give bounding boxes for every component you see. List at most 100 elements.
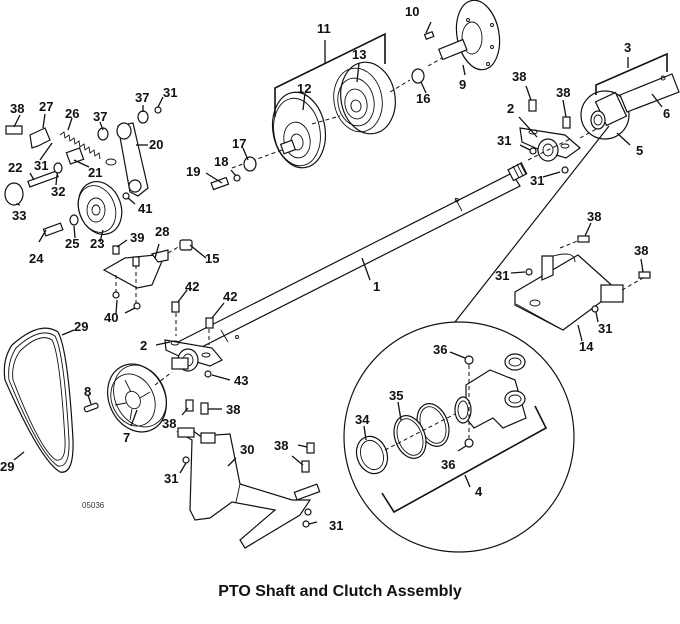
- screw: [132, 256, 140, 267]
- bolt: [301, 460, 310, 473]
- detail-view: [343, 125, 610, 553]
- nut: [525, 268, 533, 276]
- axis-line: [311, 115, 341, 125]
- screw: [112, 245, 120, 255]
- callout-14: 14: [579, 339, 594, 354]
- callout-31: 31: [34, 158, 48, 173]
- callout-5: 5: [636, 143, 643, 158]
- callout-20: 20: [149, 137, 163, 152]
- callout-27: 27: [39, 99, 53, 114]
- bolt: [200, 402, 209, 415]
- callout-31: 31: [497, 133, 511, 148]
- spacer: [65, 147, 85, 165]
- bolt: [528, 99, 537, 112]
- clutch-bolt: [210, 176, 230, 191]
- callout-3: 3: [624, 40, 631, 55]
- bolt: [205, 317, 214, 329]
- leader-lines: [13, 21, 663, 525]
- callout-11: 11: [317, 21, 331, 36]
- callout-43: 43: [234, 373, 248, 388]
- pulley-bolt: [42, 222, 64, 237]
- callout-23: 23: [90, 236, 104, 251]
- bumper: [4, 182, 24, 206]
- callout-10: 10: [405, 4, 419, 19]
- callout-34: 34: [355, 412, 370, 427]
- callout-12: 12: [297, 81, 311, 96]
- switch: [179, 239, 193, 251]
- spring: [59, 131, 117, 166]
- callout-24: 24: [29, 251, 44, 266]
- nut: [133, 302, 141, 310]
- callout-26: 26: [65, 106, 79, 121]
- callout-38: 38: [634, 243, 648, 258]
- callout-31: 31: [329, 518, 343, 533]
- callout-38: 38: [274, 438, 288, 453]
- callout-31: 31: [163, 85, 177, 100]
- callout-16: 16: [416, 91, 430, 106]
- retaining-ring: [411, 68, 425, 84]
- callout-41: 41: [138, 201, 152, 216]
- nut: [561, 166, 569, 174]
- callout-4: 4: [475, 484, 483, 499]
- bolt: [306, 442, 315, 454]
- drive-belt: [3, 327, 74, 473]
- callout-31: 31: [164, 471, 178, 486]
- nut: [302, 520, 310, 528]
- axis-line: [231, 149, 283, 169]
- callout-36-lower: 36: [441, 457, 455, 472]
- washer: [243, 156, 257, 172]
- spring-anchor: [29, 127, 51, 149]
- callout-31: 31: [598, 321, 612, 336]
- callout-36-upper: 36: [433, 342, 447, 357]
- callout-38: 38: [556, 85, 570, 100]
- callout-labels: 1 2 2 3 4 5 6 7 8 9 10 11 12 13 14 15 16…: [0, 4, 670, 533]
- callout-32: 32: [51, 184, 65, 199]
- diagram-title: PTO Shaft and Clutch Assembly: [218, 583, 462, 600]
- callout-18: 18: [214, 154, 228, 169]
- idler-pulley: [77, 181, 123, 235]
- callout-31: 31: [495, 268, 509, 283]
- callout-29-lower: 29: [0, 459, 14, 474]
- bolt: [5, 125, 23, 135]
- callout-39: 39: [130, 230, 144, 245]
- nut: [154, 106, 162, 114]
- u-joint: [580, 73, 680, 140]
- callout-22: 22: [8, 160, 22, 175]
- clutch-pulley: [333, 61, 396, 135]
- callout-21: 21: [88, 165, 102, 180]
- clutch-assembly: [271, 91, 327, 169]
- washer: [69, 214, 79, 226]
- gearbox-flange: [427, 0, 501, 71]
- nut: [204, 370, 212, 378]
- callout-13: 13: [352, 47, 366, 62]
- callout-15: 15: [205, 251, 219, 266]
- nut: [529, 147, 537, 155]
- pulley-lower: [107, 363, 173, 433]
- bolt: [185, 399, 194, 412]
- bearing-upper: [519, 127, 599, 162]
- callout-42: 42: [185, 279, 199, 294]
- callout-1: 1: [373, 279, 380, 294]
- callout-38: 38: [512, 69, 526, 84]
- nut: [591, 305, 599, 313]
- callout-2-lower: 2: [140, 338, 147, 353]
- bolt: [577, 235, 590, 243]
- callout-17: 17: [232, 136, 246, 151]
- pivot-bolt: [27, 170, 59, 188]
- callout-33: 33: [12, 208, 26, 223]
- bearing-lower: [164, 339, 223, 372]
- pto-shaft: [171, 161, 528, 359]
- callout-38: 38: [226, 402, 240, 417]
- callout-40: 40: [104, 310, 118, 325]
- switch-plate: [102, 239, 193, 303]
- flange-bolt: [423, 30, 435, 40]
- group-bracket-3: [595, 52, 668, 95]
- callout-2-upper: 2: [507, 101, 514, 116]
- callout-38: 38: [10, 101, 24, 116]
- callout-28: 28: [155, 224, 169, 239]
- bolt: [171, 301, 180, 313]
- nut: [182, 456, 190, 464]
- lock-washer: [233, 174, 241, 182]
- callout-35: 35: [389, 388, 403, 403]
- callout-19: 19: [186, 164, 200, 179]
